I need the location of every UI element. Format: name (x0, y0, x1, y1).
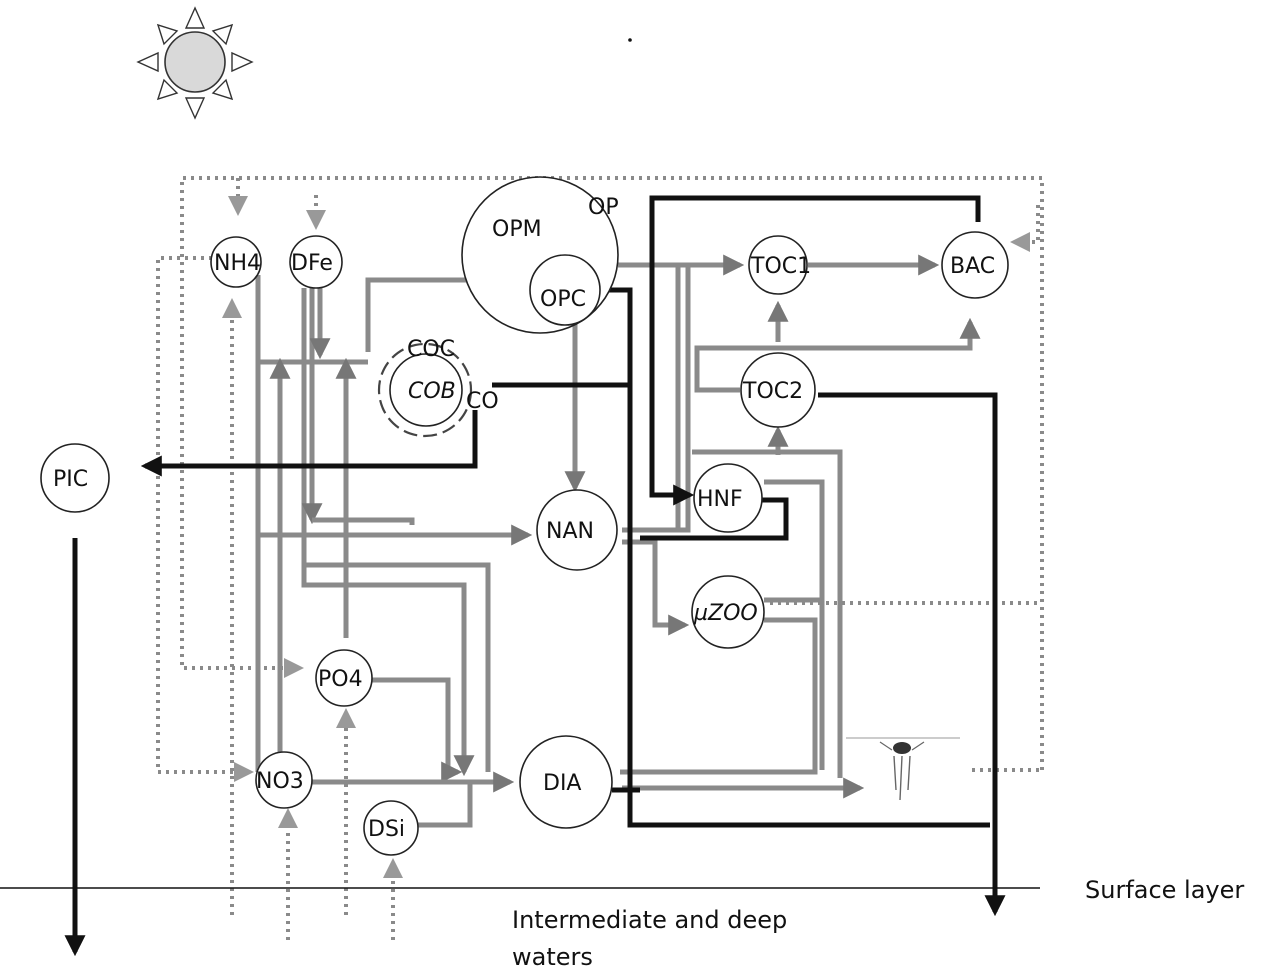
dia-label: DIA (543, 771, 581, 796)
uzoo-node: µZOO (692, 576, 764, 648)
opm-label: OPM (492, 217, 542, 242)
coc-label: COC (407, 337, 455, 362)
op-label: OP (588, 195, 619, 220)
no3-label: NO3 (256, 769, 304, 794)
po4-node: PO4 (316, 650, 372, 706)
no3-node: NO3 (256, 752, 312, 808)
po4-label: PO4 (318, 667, 363, 692)
co-label: CO (466, 389, 499, 414)
hnf-label: HNF (697, 487, 743, 512)
toc2-label: TOC2 (742, 379, 803, 404)
svg-text:NH4: NH4 (214, 251, 261, 276)
opm-group: OPM OP OPC (462, 177, 619, 333)
surface-layer-label: Surface layer (1085, 876, 1244, 904)
hnf-node: HNF (694, 464, 762, 532)
toc1-node: TOC1 (749, 236, 811, 294)
sun-icon (138, 8, 252, 118)
dsi-label: DSi (368, 817, 405, 842)
dfe-label: DFe (291, 251, 333, 276)
toc1-label: TOC1 (750, 254, 811, 279)
dia-node: DIA (520, 736, 612, 828)
stray-dot (628, 38, 632, 42)
nan-label: NAN (546, 519, 594, 544)
nh4-node: NH4 (211, 237, 261, 287)
deep-waters-label-line2: waters (512, 943, 593, 971)
dfe-node: DFe (290, 236, 342, 288)
toc2-node: TOC2 (741, 353, 815, 427)
dsi-node: DSi (364, 801, 418, 855)
pic-label: PIC (53, 467, 88, 492)
deep-waters-label-line1: Intermediate and deep (512, 906, 787, 934)
bac-node: BAC (942, 232, 1008, 298)
opc-label: OPC (540, 287, 586, 312)
zooplankton-icon (846, 738, 960, 800)
bac-label: BAC (950, 254, 995, 279)
cob-label: COB (408, 379, 456, 404)
nh4-label: NH4 (214, 251, 261, 276)
pic-node: PIC (41, 444, 109, 512)
colony-group: COC COB CO (379, 337, 499, 436)
nan-node: NAN (537, 490, 617, 570)
uzoo-label: µZOO (693, 601, 758, 626)
